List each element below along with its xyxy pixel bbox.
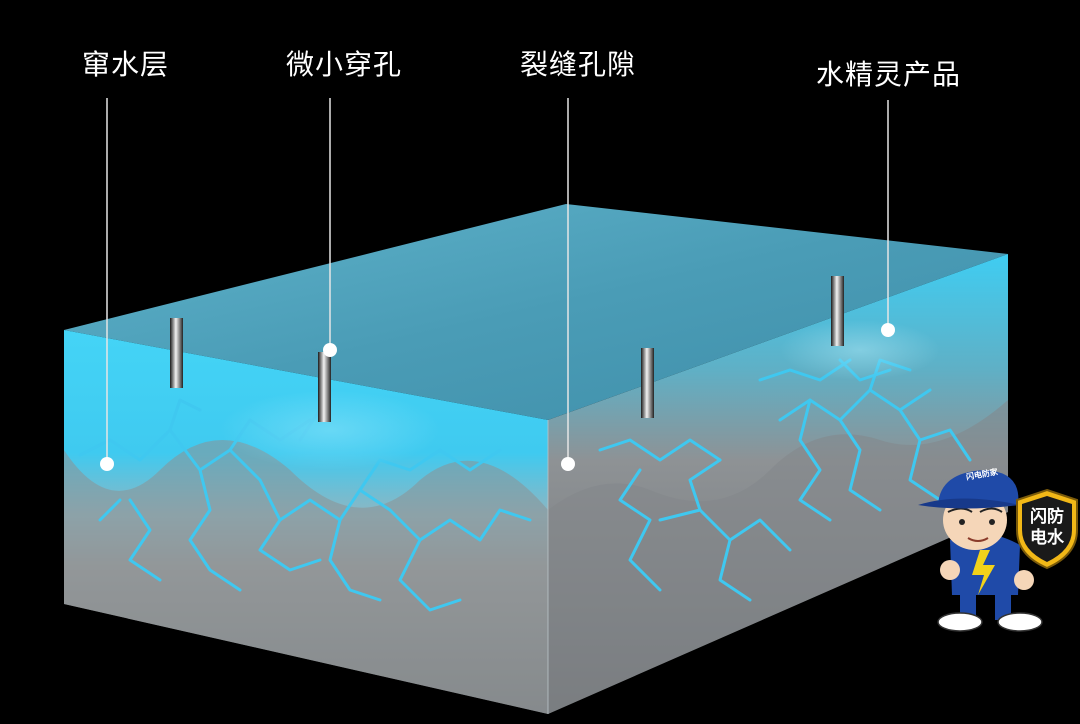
badge-text-line-1: 闪防 [1030, 507, 1064, 527]
injection-rod-4 [831, 276, 844, 346]
surface-glow-left [220, 390, 440, 470]
label-crack-pores: 裂缝孔隙 [520, 48, 637, 81]
front-wave-boundary [64, 440, 548, 714]
crack-network-side [598, 358, 972, 602]
injection-rod-3 [641, 348, 654, 418]
block-top-face [64, 204, 1008, 420]
injection-rod-1 [170, 318, 183, 388]
badge-text-line-2: 电水 [1030, 528, 1064, 548]
surface-glow-right [780, 320, 940, 380]
label-product: 水精灵产品 [816, 58, 962, 91]
callout-dot-product [881, 323, 895, 337]
callout-dot-micro-pores [323, 343, 337, 357]
label-micro-pores: 微小穿孔 [286, 48, 403, 81]
mascot-illustration [918, 470, 1078, 632]
callout-dot-crack-pores [561, 457, 575, 471]
side-wave-boundary [548, 400, 1008, 714]
injection-rod-2 [318, 352, 331, 422]
callout-dot-waterproof-layer [100, 457, 114, 471]
label-waterproof-layer: 窜水层 [82, 48, 170, 81]
